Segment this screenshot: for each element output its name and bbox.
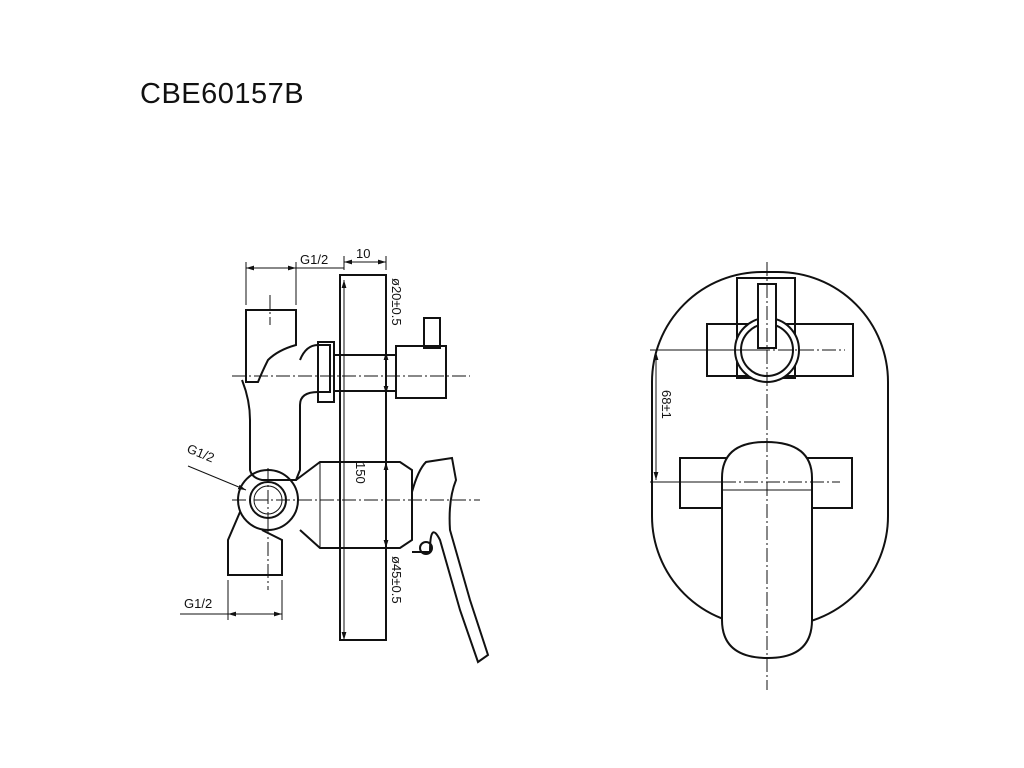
upper-port (245, 309, 297, 383)
dim-150: 150 (353, 462, 368, 484)
dim-g-bot: G1/2 (184, 596, 212, 611)
dim-g-mid: G1/2 (185, 441, 217, 465)
dim-d20: ø20±0.5 (389, 278, 404, 326)
dim-ten: 10 (356, 246, 370, 261)
wall-panel (339, 274, 387, 641)
side-view: G1/2 10 150 ø20±0.5 ø45±0.5 G1/2 G1/2 (180, 246, 490, 664)
upper-knob-pin (423, 317, 441, 349)
lower-port (227, 511, 283, 576)
lever-handle (411, 456, 490, 664)
upper-knob (395, 345, 447, 399)
dim-d45: ø45±0.5 (389, 556, 404, 604)
lower-body (295, 461, 413, 549)
front-view: 68±1 (650, 262, 889, 690)
product-code: CBE60157B (140, 78, 305, 110)
dim-g-top: G1/2 (300, 252, 328, 267)
valve-body (241, 344, 331, 481)
dim-h68: 68±1 (659, 390, 674, 419)
